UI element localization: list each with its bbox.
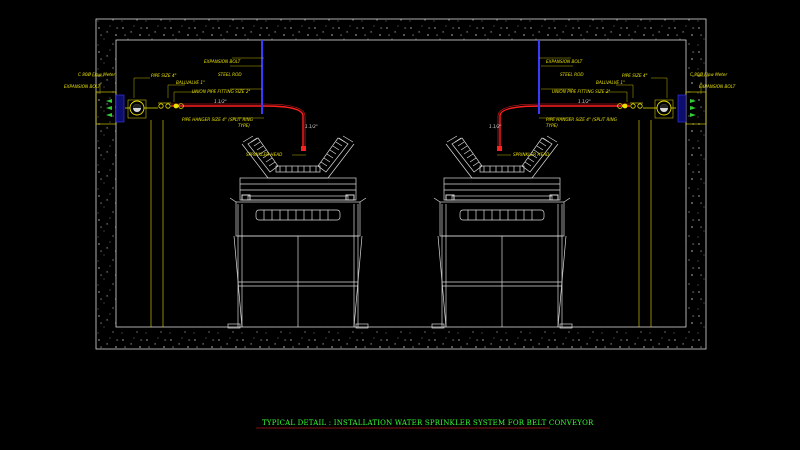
right-ballvalve-icon	[630, 102, 643, 109]
right-drop-tag-label: 1.1/2"	[489, 124, 502, 129]
left-steel-rod-label: STEEL ROD	[218, 72, 242, 77]
left-pipe	[171, 103, 306, 146]
right-pipe-tag-label: 1.1/2"	[578, 99, 591, 104]
left-sprinkler-label: SPRINKLER HEAD	[246, 152, 283, 157]
left-ballvalve-icon	[158, 102, 171, 109]
left-labels: C 80Ø Flow Meter EXPANSION BOLT PIPE SIZ…	[64, 59, 318, 157]
right-sprinkler-assembly	[497, 40, 709, 156]
right-union-label: UNION PIPE FITTING SIZE 2"	[552, 89, 611, 94]
drawing-title: TYPICAL DETAIL : INSTALLATION WATER SPRI…	[256, 419, 594, 429]
right-nozzle-icons	[690, 99, 696, 117]
right-sprinkler-label: SPRINKLER HEAD	[513, 152, 550, 157]
left-union-label: UNION PIPE FITTING SIZE 2"	[192, 89, 251, 94]
left-ballvalve-label: BALLVALVE 1"	[176, 80, 205, 85]
left-sprinkler-head-icon	[301, 146, 306, 151]
left-expansion-bolt-top-label: EXPANSION BOLT	[204, 59, 241, 64]
left-union-icon	[173, 103, 184, 109]
right-expansion-bolt-top-label: EXPANSION BOLT	[546, 59, 583, 64]
right-steel-rod-label: STEEL ROD	[560, 72, 584, 77]
drawing-title-text: TYPICAL DETAIL : INSTALLATION WATER SPRI…	[262, 419, 594, 427]
right-expansion-bolt-side-label: EXPANSION BOLT	[699, 84, 736, 89]
right-hanger-label-2: TYPE)	[546, 123, 558, 128]
right-sprinkler-head-icon	[497, 146, 502, 151]
right-union-icon	[617, 103, 628, 109]
support-rods	[150, 120, 652, 327]
left-drop-tag-label: 1.1/2"	[305, 124, 318, 129]
left-hanger-label-2: TYPE)	[238, 123, 250, 128]
left-hanger-label-1: PIPE HANGER SIZE 4" (SPLIT RING	[182, 117, 254, 122]
left-pipe-tag-label: 1.1/2"	[214, 99, 227, 104]
right-labels: C 80Ø Flow Meter EXPANSION BOLT PIPE SIZ…	[489, 59, 736, 157]
left-sprinkler-assembly	[92, 40, 306, 156]
right-ballvalve-label: BALLVALVE 1"	[596, 80, 625, 85]
concrete-pit	[95, 18, 707, 350]
right-hanger-label-1: PIPE HANGER SIZE 4" (SPLIT RING	[546, 117, 618, 122]
left-flow-meter-label: C 80Ø Flow Meter	[78, 72, 116, 77]
left-pipe-size-label: PIPE SIZE 4"	[151, 73, 177, 78]
left-nozzle-icons	[106, 99, 112, 117]
right-flow-meter-label: C 80Ø Flow Meter	[690, 72, 728, 77]
left-expansion-bolt-side-label: EXPANSION BOLT	[64, 84, 101, 89]
right-pipe-size-label: PIPE SIZE 4"	[622, 73, 648, 78]
